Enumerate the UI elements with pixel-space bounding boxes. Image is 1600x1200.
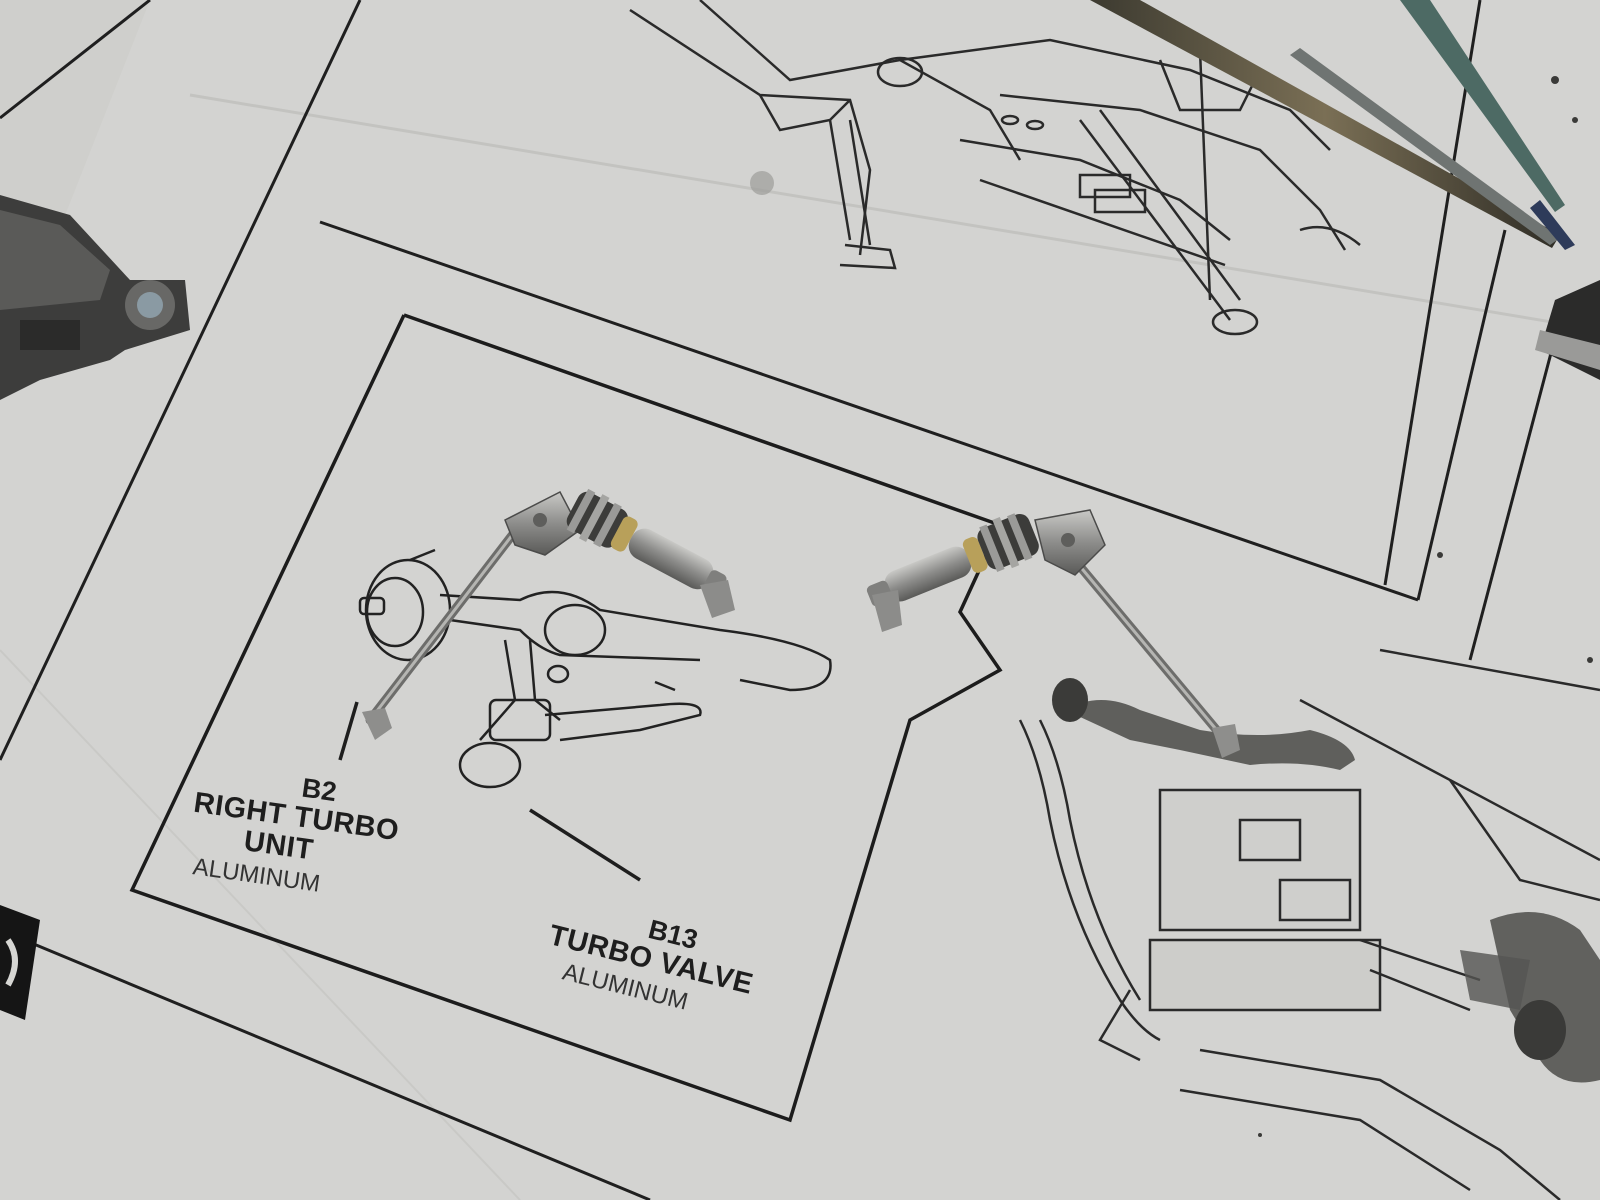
turbo-valve-part-right [866,509,1240,758]
page-border-lines [0,0,1567,1200]
chassis-drawing-top [629,0,1361,336]
callout-leaders [338,701,641,882]
metal-part-topleft [0,195,190,400]
step-number-tab [0,905,40,1020]
turbo-diagram [358,548,832,789]
paper-mark [750,171,774,195]
paint-brushes [1090,0,1600,380]
engine-shaded-parts [1052,678,1600,1083]
engine-drawing [1018,648,1600,1200]
turbo-valve-part-left [362,488,735,740]
paper-specks [1258,76,1593,1137]
